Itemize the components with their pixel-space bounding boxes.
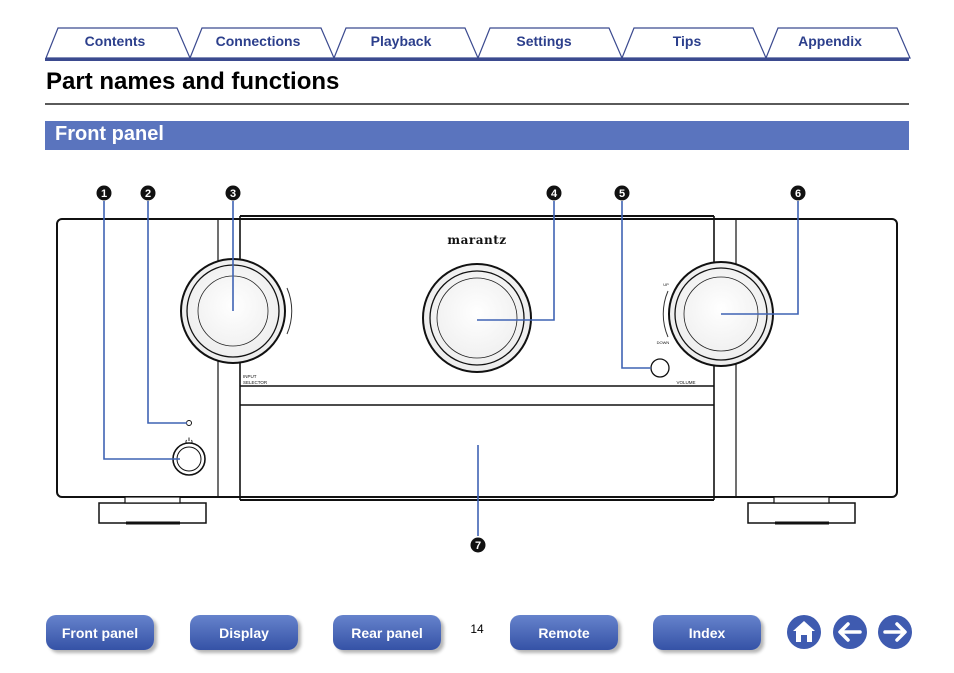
quick-select-knob: [422, 263, 532, 373]
arrow-left-icon: [838, 622, 862, 642]
remote-button[interactable]: Remote: [510, 615, 618, 650]
arrow-right-icon: [883, 622, 907, 642]
tab-appendix[interactable]: Appendix: [798, 33, 862, 49]
page-number: 14: [470, 622, 484, 636]
callout-7: 7: [470, 537, 486, 553]
display-button[interactable]: Display: [190, 615, 298, 650]
tab-contents[interactable]: Contents: [84, 33, 146, 49]
callout-1: 1: [96, 185, 112, 201]
forward-button[interactable]: [877, 614, 913, 650]
callout-5: 5: [614, 185, 630, 201]
power-indicator: [186, 420, 192, 426]
volume-up-label: UP: [663, 282, 669, 287]
section-header: Front panel: [45, 121, 909, 150]
svg-text:2: 2: [145, 188, 151, 200]
callout-6: 6: [790, 185, 806, 201]
section-title: Front panel: [55, 123, 164, 145]
front-panel-button[interactable]: Front panel: [46, 615, 154, 650]
page-title: Part names and functions: [46, 68, 340, 95]
top-tab-bar: Contents Connections Playback Settings T…: [0, 0, 954, 62]
input-label-line2: SELECTOR: [243, 380, 268, 385]
tab-connections[interactable]: Connections: [215, 33, 301, 49]
right-foot: [747, 496, 856, 525]
home-icon: [793, 621, 815, 642]
index-button[interactable]: Index: [653, 615, 761, 650]
tab-tips[interactable]: Tips: [672, 33, 702, 49]
rear-panel-button[interactable]: Rear panel: [333, 615, 441, 650]
small-button: [650, 358, 670, 378]
volume-down-label: DOWN: [657, 340, 670, 345]
title-divider: [45, 103, 909, 105]
input-label-line1: INPUT: [243, 374, 257, 379]
svg-text:1: 1: [101, 188, 107, 200]
tab-settings[interactable]: Settings: [516, 33, 572, 49]
svg-text:3: 3: [230, 188, 236, 200]
back-button[interactable]: [832, 614, 868, 650]
volume-label: VOLUME: [676, 380, 695, 385]
leader-lines: [103, 201, 799, 536]
svg-text:7: 7: [475, 540, 481, 552]
svg-text:4: 4: [551, 188, 558, 200]
home-button[interactable]: [786, 614, 822, 650]
svg-text:5: 5: [619, 188, 625, 200]
brand-logo: marantz: [447, 233, 506, 247]
svg-text:6: 6: [795, 188, 801, 200]
callout-3: 3: [225, 185, 241, 201]
callout-2: 2: [140, 185, 156, 201]
left-foot: [98, 496, 207, 525]
callout-4: 4: [546, 185, 562, 201]
tab-playback[interactable]: Playback: [370, 33, 432, 49]
tab-outlines: [45, 27, 911, 61]
